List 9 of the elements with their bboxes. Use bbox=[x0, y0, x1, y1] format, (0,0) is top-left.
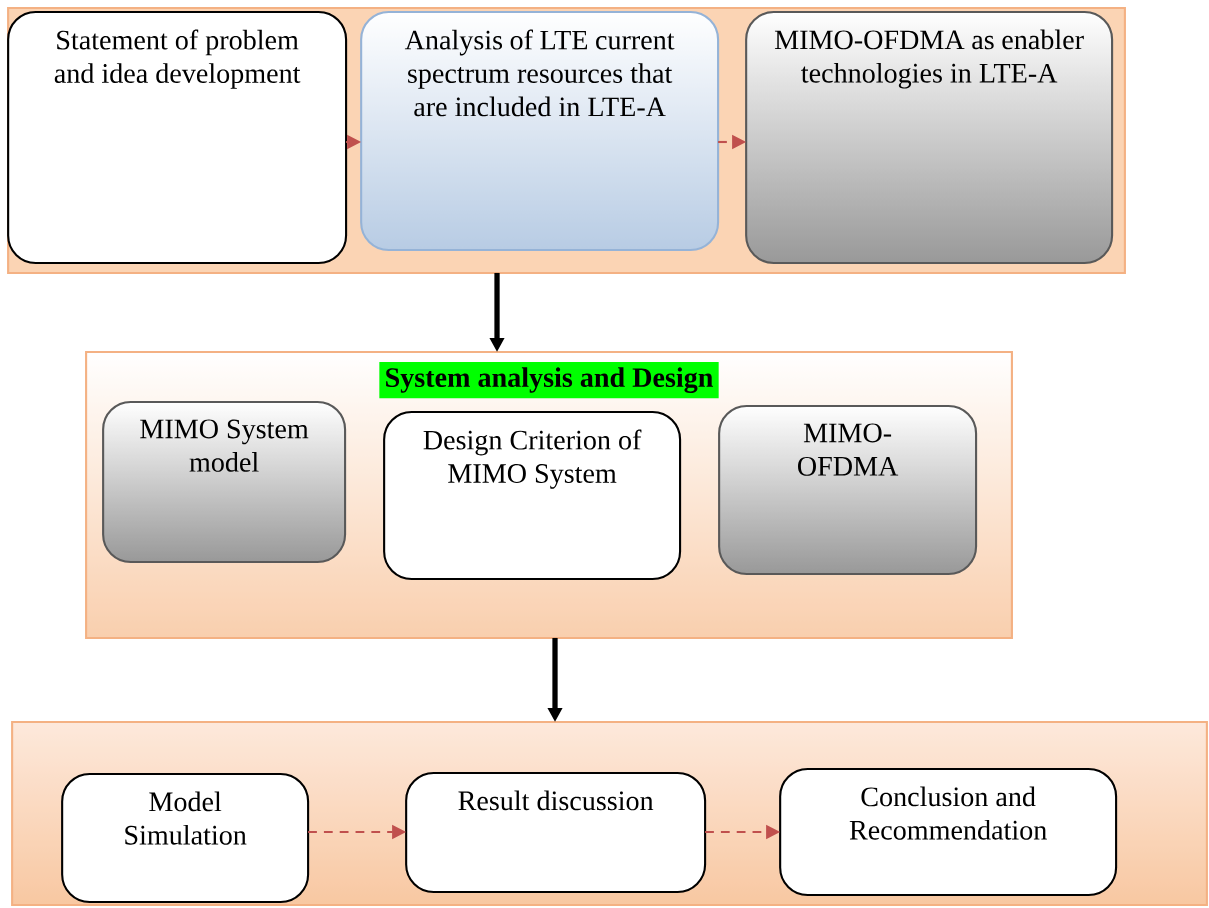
process-box: Result discussion bbox=[405, 771, 707, 894]
process-box: Statement of problem and idea development bbox=[7, 11, 348, 265]
process-box: MIMO-OFDMA as enabler technologies in LTE-A bbox=[745, 11, 1114, 265]
process-box: MIMO System model bbox=[102, 401, 347, 564]
process-box: Conclusion and Recommendation bbox=[779, 767, 1118, 897]
process-box: Analysis of LTE current spectrum resources that are included in LTE-A bbox=[360, 11, 720, 252]
process-box: Model Simulation bbox=[61, 772, 310, 904]
process-box: MIMO- OFDMA bbox=[718, 405, 978, 576]
process-box: Design Criterion of MIMO System bbox=[383, 411, 682, 581]
